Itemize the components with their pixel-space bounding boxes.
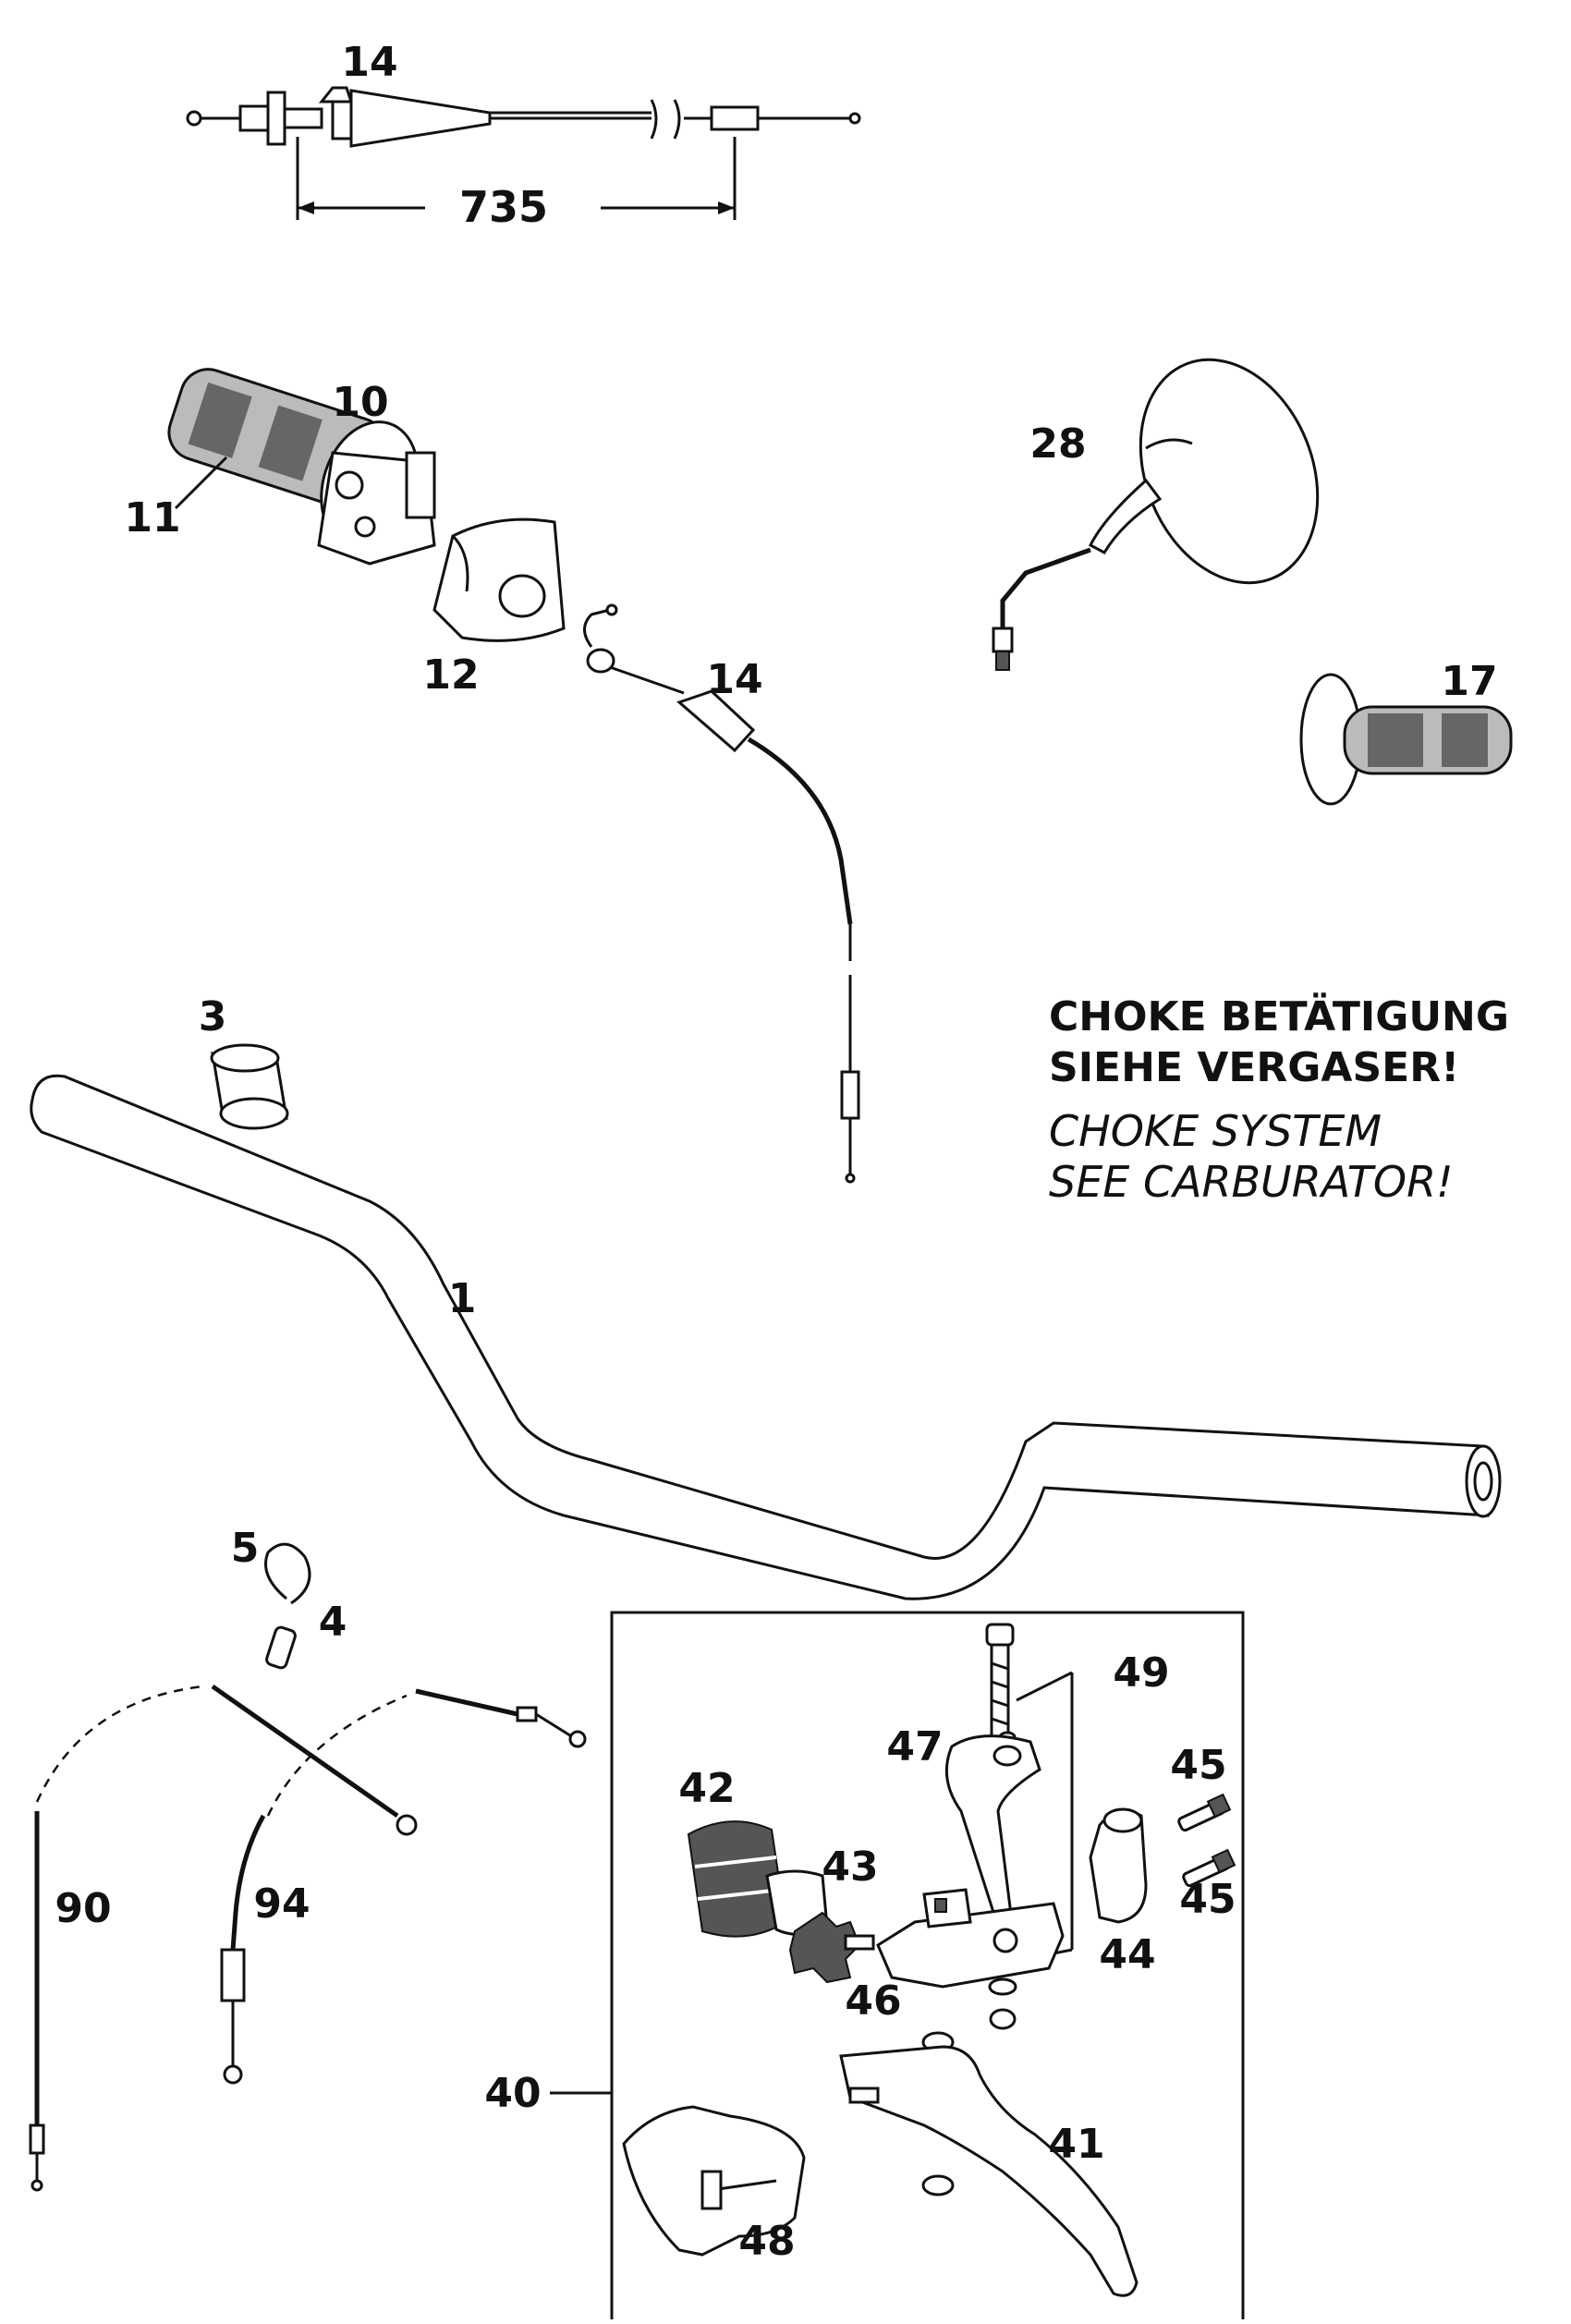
part-number-43: 43 (822, 1843, 878, 1891)
note-choke-de-line1: CHOKE BETÄTIGUNG (1049, 992, 1509, 1040)
part-number-40: 40 (484, 2070, 541, 2117)
part-number-48: 48 (738, 2218, 795, 2265)
note-choke-en-line2: SEE CARBURATOR! (1049, 1157, 1454, 1207)
part-number-90: 90 (55, 1885, 111, 1932)
part-number-45-lower: 45 (1179, 1876, 1236, 1923)
note-choke-en-line1: CHOKE SYSTEM (1049, 1106, 1382, 1156)
left-handlebar-grip (1299, 673, 1513, 806)
handlebar (30, 1074, 1502, 1600)
part-number-44: 44 (1099, 1931, 1155, 1978)
throttle-cable-top (186, 86, 861, 148)
handlebar-bushing (210, 1043, 289, 1130)
part-number-1: 1 (448, 1275, 477, 1322)
lever-clamp (1089, 1807, 1148, 1924)
throttle-grip-assembly (167, 368, 436, 566)
lever-housing (876, 1888, 1065, 1989)
dimension-line-735 (296, 137, 737, 220)
spring-clip (264, 1542, 311, 1605)
dimension-735-value: 735 (459, 182, 548, 232)
throttle-cable-long (583, 603, 860, 1184)
part-number-5: 5 (231, 1525, 260, 1572)
clamp-screw-upper (1177, 1793, 1232, 1832)
part-number-28: 28 (1029, 420, 1086, 468)
part-number-94: 94 (253, 1880, 310, 1928)
lever-dust-cover (622, 2105, 806, 2257)
cable-adjuster-lever (944, 1734, 1041, 1929)
part-number-49: 49 (1113, 1649, 1169, 1697)
clamp-screw-lower (1182, 1848, 1236, 1888)
adjuster-knob (788, 1911, 875, 1984)
small-pin (265, 1625, 297, 1670)
clutch-cable-94 (220, 1688, 587, 2085)
clutch-lever (839, 2045, 1139, 2297)
rear-view-mirror (992, 358, 1320, 671)
part-number-41: 41 (1048, 2121, 1104, 2168)
throttle-housing-cover (432, 517, 566, 642)
part-number-42: 42 (678, 1765, 735, 1812)
clutch-lever-assembly-frame (550, 1611, 1245, 2319)
part-number-12: 12 (422, 651, 479, 699)
part-number-14-top: 14 (341, 39, 397, 86)
part-number-46: 46 (845, 1977, 901, 2025)
cable-sleeve-90 (29, 1684, 418, 2192)
part-number-45-upper: 45 (1170, 1742, 1226, 1789)
note-choke-de-line2: SIEHE VERGASER! (1049, 1044, 1459, 1091)
part-number-14-middle: 14 (706, 656, 762, 703)
part-number-47: 47 (886, 1723, 943, 1770)
part-number-3: 3 (199, 993, 227, 1040)
part-number-4: 4 (319, 1599, 347, 1646)
part-number-17: 17 (1441, 658, 1497, 705)
part-number-11: 11 (124, 494, 180, 541)
adjuster-rubber-boot (687, 1820, 829, 1938)
part-number-10: 10 (332, 379, 388, 426)
